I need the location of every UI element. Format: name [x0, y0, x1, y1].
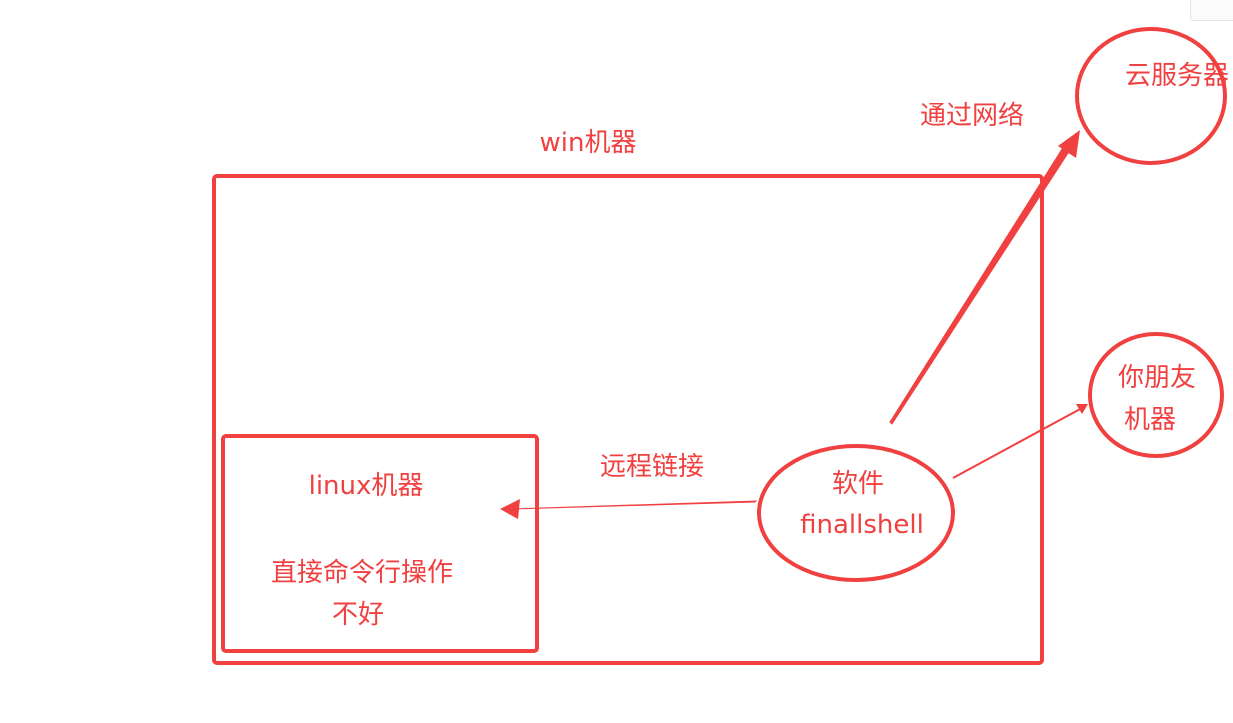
corner-widget	[1190, 0, 1233, 21]
friend-arrowhead	[1076, 404, 1088, 414]
friend-machine-circle	[1088, 332, 1224, 458]
software-label-line1: 软件	[832, 469, 884, 499]
win-machine-label: win机器	[540, 128, 637, 158]
friend-arrow	[952, 407, 1083, 479]
software-label-line2: finallshell	[800, 510, 924, 540]
linux-machine-label: linux机器	[309, 471, 424, 501]
remote-connect-label: 远程链接	[600, 452, 704, 482]
cloud-server-circle	[1075, 27, 1227, 165]
remote-connect-arrowhead	[500, 499, 520, 519]
via-network-label: 通过网络	[920, 101, 1024, 131]
cloud-server-label: 云服务器	[1125, 61, 1229, 91]
network-arrowhead	[1058, 130, 1080, 158]
win-machine-box	[212, 174, 1044, 665]
direct-cli-label-line2: 不好	[332, 600, 384, 630]
friend-machine-label-line1: 你朋友	[1118, 363, 1196, 393]
software-ellipse	[757, 444, 955, 582]
linux-machine-box	[221, 434, 539, 653]
friend-machine-label-line2: 机器	[1124, 405, 1176, 435]
direct-cli-label-line1: 直接命令行操作	[271, 558, 453, 588]
remote-connect-arrow	[511, 500, 758, 510]
